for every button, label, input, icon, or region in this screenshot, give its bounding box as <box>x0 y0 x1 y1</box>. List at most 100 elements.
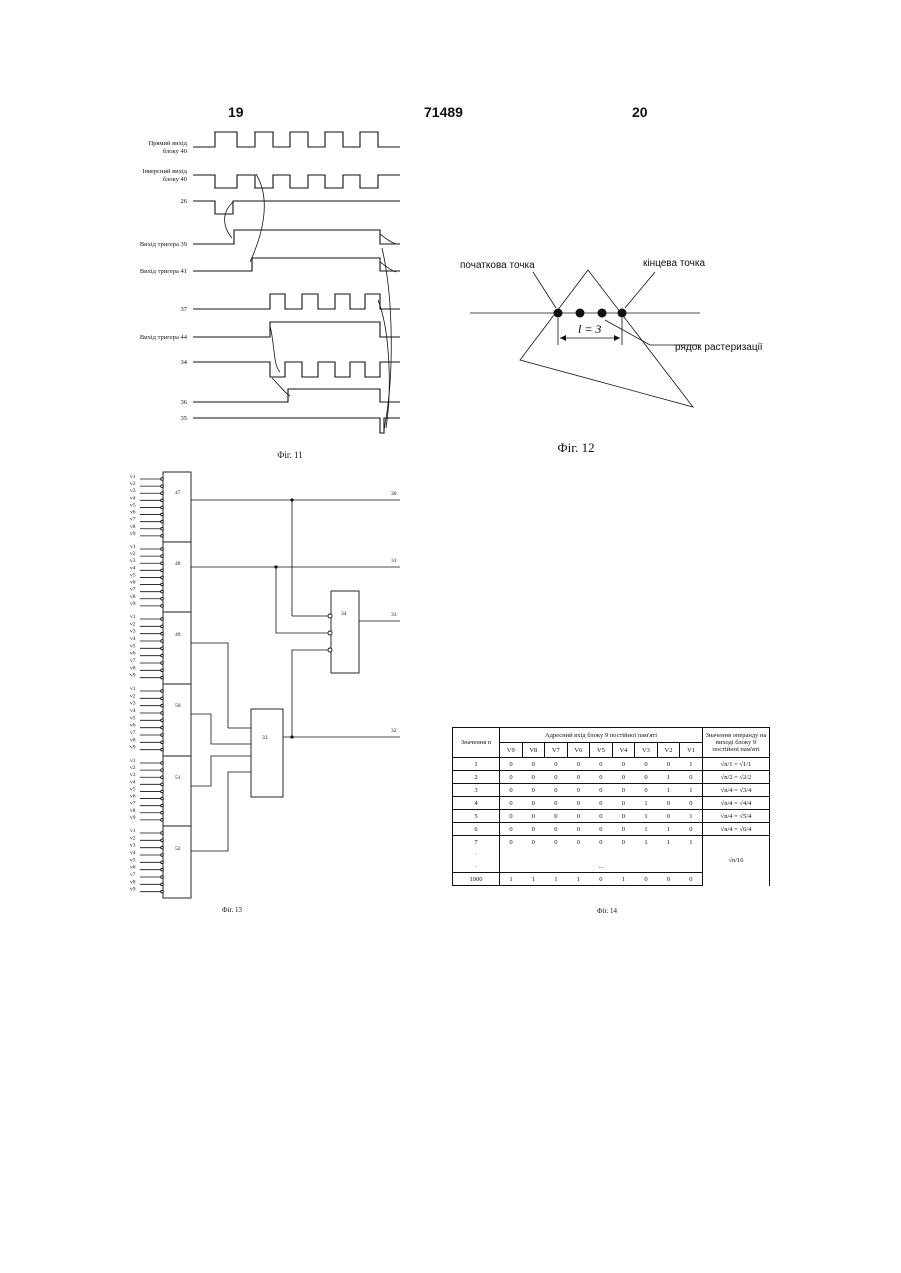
cell-ellipsis <box>500 848 703 860</box>
bit-header-cell: V5 <box>590 743 613 758</box>
cell-bit: 0 <box>657 873 680 886</box>
cell-bit: 1 <box>635 810 658 823</box>
cell-bit: 0 <box>545 758 568 771</box>
input-pin-label: v3 <box>130 843 136 849</box>
bit-header-cell: V4 <box>612 743 635 758</box>
block-47 <box>163 472 191 542</box>
header-n: Значення n <box>453 728 500 758</box>
fig14-caption: Фіг. 14 <box>597 907 618 915</box>
input-pin-bubble <box>161 492 164 495</box>
input-pin-label: v8 <box>130 524 136 530</box>
table-row: 2000000010√n/2 = √2/2 <box>453 771 770 784</box>
bit-header-cell: V6 <box>567 743 590 758</box>
waveform-26 <box>193 201 400 214</box>
waveform-36 <box>193 389 400 402</box>
cell-n: 2 <box>453 771 500 784</box>
cell-bit: 0 <box>657 810 680 823</box>
cell-bit: 0 <box>590 836 613 849</box>
input-pin-label: v6 <box>130 794 136 800</box>
input-pin-label: v1 <box>130 474 136 480</box>
input-pin-bubble <box>161 520 164 523</box>
input-pin-label: v9 <box>130 531 136 537</box>
input-pin-label: v4 <box>130 708 136 714</box>
header-address: Адресний вхід блоку 9 постійної пам'яті <box>500 728 703 743</box>
input-pin-bubble <box>161 527 164 530</box>
cell-bit: 0 <box>657 758 680 771</box>
bit-header-cell: V3 <box>635 743 658 758</box>
cell-n: 7 <box>453 836 500 849</box>
input-pin-label: v1 <box>130 544 136 550</box>
output-label: 30 <box>391 491 397 497</box>
input-pins: v1v2v3v4v5v6v7v8v9v1v2v3v4v5v6v7v8v9v1v2… <box>130 474 163 893</box>
arrow <box>270 326 280 372</box>
input-pin-bubble <box>161 690 164 693</box>
input-pin-bubble <box>161 797 164 800</box>
cell-bit: 0 <box>612 823 635 836</box>
cell-bit: 1 <box>522 873 545 886</box>
waveform-34 <box>193 362 400 377</box>
signal-label: Вихід тригера 44 <box>140 334 188 341</box>
junction-dot <box>290 498 293 501</box>
input-pin-bubble <box>161 883 164 886</box>
input-pin-bubble <box>161 839 164 842</box>
waveform-35 <box>193 418 400 433</box>
input-pin-label: v4 <box>130 636 136 642</box>
start-point-label: початкова точка <box>460 260 535 271</box>
cell-n: 1000 <box>453 873 500 886</box>
gate-label: 33 <box>262 735 268 741</box>
inverter-bubble <box>328 631 332 635</box>
cell-bit: 0 <box>590 797 613 810</box>
input-pin-bubble <box>161 819 164 822</box>
cell-bit: 0 <box>545 810 568 823</box>
cell-bit: 1 <box>680 836 703 849</box>
input-pin-label: v6 <box>130 723 136 729</box>
input-pin-bubble <box>161 776 164 779</box>
cell-bit: 0 <box>567 823 590 836</box>
signal-label: 34 <box>181 359 188 366</box>
input-pin-label: v8 <box>130 737 136 743</box>
cell-n: · <box>453 848 500 860</box>
input-pin-label: v1 <box>130 614 136 620</box>
cell-n: 6 <box>453 823 500 836</box>
cell-n: · <box>453 860 500 873</box>
cell-bit: 0 <box>612 836 635 849</box>
cell-bit: 1 <box>500 873 523 886</box>
cell-bit: 0 <box>545 784 568 797</box>
cell-bit: 0 <box>522 797 545 810</box>
leader-end <box>625 272 655 308</box>
input-pin-label: v2 <box>130 835 136 841</box>
cell-result: √n/1 = √1/1 <box>703 758 770 771</box>
input-pin-label: v4 <box>130 495 136 501</box>
input-pin-label: v8 <box>130 808 136 814</box>
length-label: l = 3 <box>578 322 601 336</box>
cell-bit: 0 <box>590 810 613 823</box>
input-pin-bubble <box>161 832 164 835</box>
input-pin-bubble <box>161 506 164 509</box>
cell-bit: 0 <box>590 771 613 784</box>
triangle <box>520 270 693 407</box>
input-pin-label: v4 <box>130 779 136 785</box>
table-row: 3000000011√n/4 = √3/4 <box>453 784 770 797</box>
arrow <box>250 174 264 262</box>
input-pin-bubble <box>161 548 164 551</box>
raster-line-label: рядок растеризації <box>675 342 763 353</box>
table-row: 1000000001√n/1 = √1/1 <box>453 758 770 771</box>
cell-bit: 0 <box>500 797 523 810</box>
bit-header-cell: V8 <box>522 743 545 758</box>
cell-bit: 1 <box>657 771 680 784</box>
input-pin-bubble <box>161 769 164 772</box>
input-pin-label: v8 <box>130 665 136 671</box>
wire <box>191 643 251 728</box>
input-pin-bubble <box>161 712 164 715</box>
cell-bit: 0 <box>612 771 635 784</box>
cell-bit: 0 <box>657 797 680 810</box>
input-pin-bubble <box>161 741 164 744</box>
raster-dot <box>576 309 585 318</box>
cell-result: √n/4 = √6/4 <box>703 823 770 836</box>
input-pin-bubble <box>161 478 164 481</box>
cell-bit: 1 <box>680 784 703 797</box>
cell-bit: 0 <box>567 758 590 771</box>
cell-bit: 0 <box>635 784 658 797</box>
input-pin-label: v6 <box>130 651 136 657</box>
input-pin-label: v3 <box>130 558 136 564</box>
